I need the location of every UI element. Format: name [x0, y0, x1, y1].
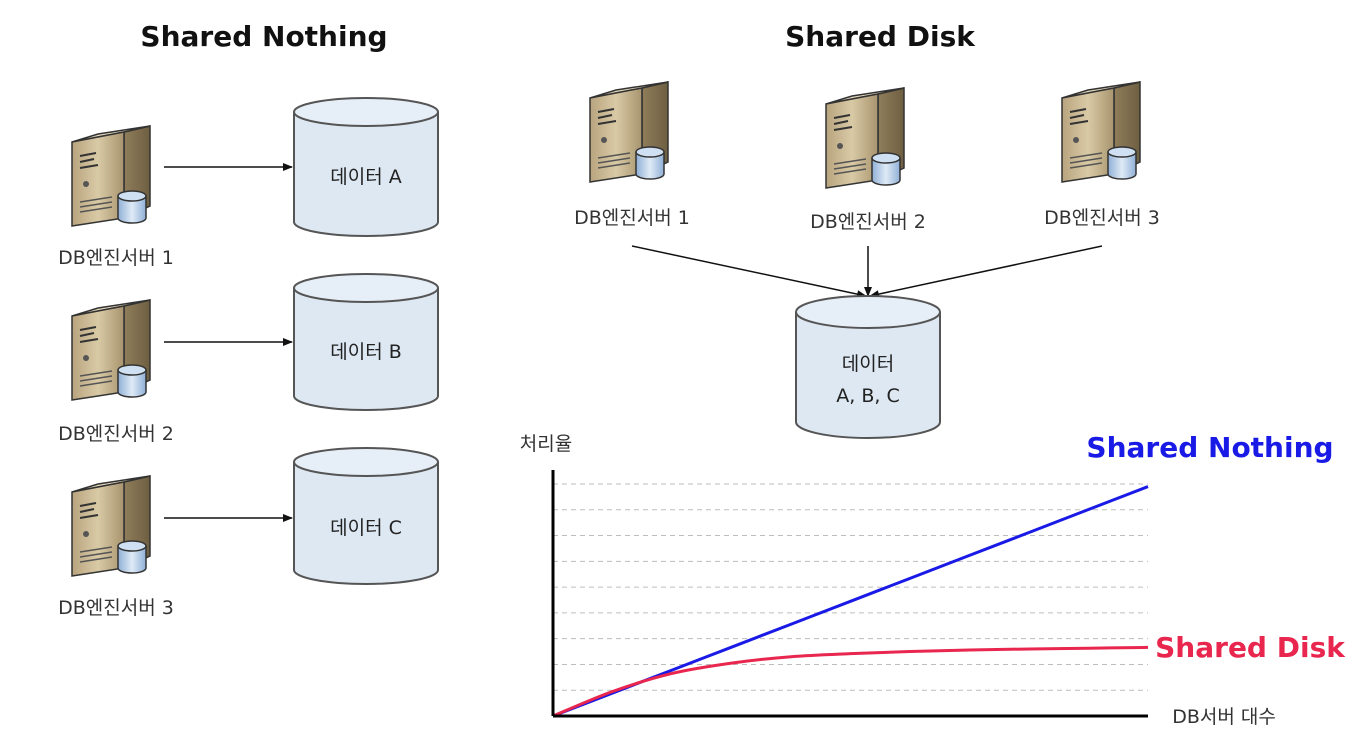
server-icon: [71, 125, 151, 227]
shared-nothing-section: Shared Nothing DB엔진서버 1 데이터 A DB엔진서버 2 데…: [58, 20, 439, 619]
y-axis-label: 처리율: [520, 433, 572, 455]
shared-disk-section: Shared Disk DB엔진서버 1 DB엔진서버 2 DB엔진서버 3 데…: [574, 20, 1160, 439]
throughput-chart: 처리율 DB서버 대수 Shared Nothing Shared Disk: [520, 431, 1346, 728]
sn-server-label-3: DB엔진서버 3: [58, 597, 174, 619]
server-icon: [1061, 81, 1141, 183]
x-axis-label: DB서버 대수: [1172, 706, 1276, 728]
server-icon: [589, 81, 669, 183]
database-cylinder-c: 데이터 C: [293, 447, 439, 585]
series-label-shared-disk: Shared Disk: [1155, 631, 1346, 664]
database-cylinder-b: 데이터 B: [293, 273, 439, 411]
sd-arrow-3: [869, 245, 1103, 299]
sd-arrow-1: [631, 245, 867, 299]
shared-database-label-line1: 데이터: [842, 353, 894, 375]
shared-database-cylinder: 데이터 A, B, C: [795, 295, 941, 439]
server-icon: [71, 299, 151, 401]
chart-grid: [553, 483, 1148, 691]
series-line-shared-disk: [552, 645, 1149, 718]
database-cylinder-a: 데이터 A: [293, 97, 439, 237]
sd-server-label-2: DB엔진서버 2: [810, 211, 926, 233]
database-label-c: 데이터 C: [330, 517, 402, 539]
shared-database-label-line2: A, B, C: [836, 385, 899, 407]
database-label-b: 데이터 B: [330, 341, 402, 363]
shared-nothing-title: Shared Nothing: [140, 20, 387, 53]
sn-server-label-1: DB엔진서버 1: [58, 247, 174, 269]
series-label-shared-nothing: Shared Nothing: [1086, 431, 1333, 464]
server-icon: [71, 475, 151, 577]
chart-series: [552, 485, 1149, 718]
sn-server-label-2: DB엔진서버 2: [58, 423, 174, 445]
database-label-a: 데이터 A: [330, 166, 401, 188]
shared-disk-title: Shared Disk: [785, 20, 976, 53]
sd-server-label-3: DB엔진서버 3: [1044, 207, 1160, 229]
sd-server-label-1: DB엔진서버 1: [574, 207, 690, 229]
server-icon: [825, 87, 905, 189]
